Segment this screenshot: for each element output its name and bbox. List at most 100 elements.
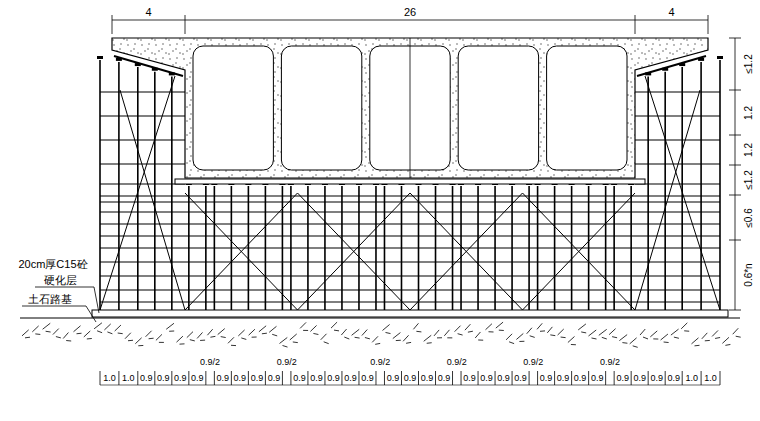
dimension-tick [729, 135, 741, 136]
diagonal-brace [298, 193, 411, 310]
vertical-pole [118, 62, 120, 310]
soil-hatch [77, 333, 82, 335]
dimension-text: ≤0.6 [744, 207, 754, 228]
box-girder [112, 38, 708, 178]
dimension-text: 0.9 [309, 374, 324, 383]
dimension-text: 0.9 [496, 374, 511, 383]
diagonal-brace [645, 76, 720, 310]
dimension-text: 1.0 [102, 374, 117, 383]
vertical-pole [494, 186, 496, 310]
soil-hatch [135, 338, 141, 344]
dimension-tick [529, 371, 530, 385]
dimension-tick [282, 371, 283, 385]
vertical-pole [324, 186, 326, 310]
dimension-line [112, 20, 708, 21]
vertical-pole [452, 186, 454, 310]
soil-hatch [684, 330, 689, 331]
soil-hatch [341, 329, 346, 335]
horizontal-ledger [100, 195, 720, 196]
vertical-pole [154, 72, 156, 310]
soil-hatch [218, 329, 225, 335]
dimension-tick [701, 371, 702, 385]
vertical-pole [528, 186, 530, 310]
dimension-text: 0.9/2 [199, 358, 221, 367]
jack-head [717, 56, 723, 59]
leader-line [22, 306, 86, 307]
soil-hatch [56, 337, 61, 338]
soil-hatch [149, 338, 154, 340]
vertical-pole [375, 186, 377, 310]
soil-hatch [249, 329, 255, 335]
soil-hatch [104, 324, 110, 330]
dimension-text: 4 [667, 7, 675, 18]
soil-hatch [300, 322, 306, 328]
soil-hatch [293, 341, 298, 343]
dimension-tick [100, 371, 101, 385]
soil-hatch [561, 337, 566, 339]
soil-hatch [362, 330, 367, 336]
soil-hatch [537, 323, 542, 329]
soil-hatch [283, 345, 288, 347]
dimension-text: 0.9 [216, 374, 231, 383]
vertical-pole [99, 60, 101, 310]
soil-hatch [455, 326, 461, 332]
soil-hatch [393, 333, 401, 339]
soil-hatch [671, 329, 679, 335]
horizontal-ledger [100, 211, 720, 212]
soil-hatch [609, 329, 615, 335]
soil-hatch [403, 335, 409, 341]
dimension-line [735, 38, 736, 310]
note-text: 土石路基 [27, 294, 73, 305]
soil-hatch [640, 329, 645, 335]
dimension-text: 0.9 [326, 374, 341, 383]
vertical-pole [605, 186, 607, 310]
dimension-text: 4 [144, 7, 152, 18]
dimension-text: 0.9 [649, 374, 664, 383]
dimension-tick [729, 38, 741, 39]
soil-hatch [695, 345, 700, 347]
dimension-text: 0.9 [420, 374, 435, 383]
vertical-pole [588, 186, 590, 310]
ground [20, 310, 741, 347]
girder-section [112, 38, 708, 178]
soil-hatch [241, 338, 246, 340]
soil-hatch [46, 331, 51, 333]
horizontal-ledger [100, 235, 720, 236]
soil-hatch [486, 324, 492, 330]
dimension-tick [452, 371, 453, 385]
jack-head [97, 56, 103, 59]
dimension-text: 1.0 [121, 374, 136, 383]
soil-hatch [290, 334, 297, 340]
dimension-text: 0.9 [590, 374, 605, 383]
horizontal-ledger [100, 261, 720, 262]
soil-hatch [664, 342, 669, 344]
dimension-text: 0.9/2 [276, 358, 298, 367]
soil-hatch [715, 337, 720, 339]
soil-hatch [228, 337, 234, 343]
soil-hatch [592, 338, 597, 339]
diagonal-brace [185, 193, 298, 310]
soil-hatch [722, 337, 729, 343]
dimension-text: 0.6*n [744, 262, 754, 287]
horizontal-ledger [100, 247, 720, 248]
soil-hatch [444, 330, 449, 336]
soil-hatch [115, 325, 121, 331]
soil-hatch [416, 331, 421, 333]
soil-hatch [413, 323, 418, 329]
vertical-pole [700, 62, 702, 310]
note-text: 硬化层 [43, 275, 78, 286]
soil-hatch [310, 325, 316, 331]
dimensions [22, 15, 741, 385]
soil-hatch [372, 336, 378, 342]
vertical-pole [137, 67, 139, 310]
soil-hatch [612, 337, 617, 338]
vertical-pole [664, 72, 666, 310]
soil-hatch [190, 340, 195, 341]
dimension-line [100, 385, 720, 386]
soil-hatch [547, 327, 552, 333]
dimension-tick [205, 371, 206, 385]
dimension-text: 0.9/2 [599, 358, 621, 367]
vertical-pole [248, 186, 250, 310]
dimension-text: 1.2 [744, 142, 754, 158]
soil-hatch [643, 337, 648, 339]
